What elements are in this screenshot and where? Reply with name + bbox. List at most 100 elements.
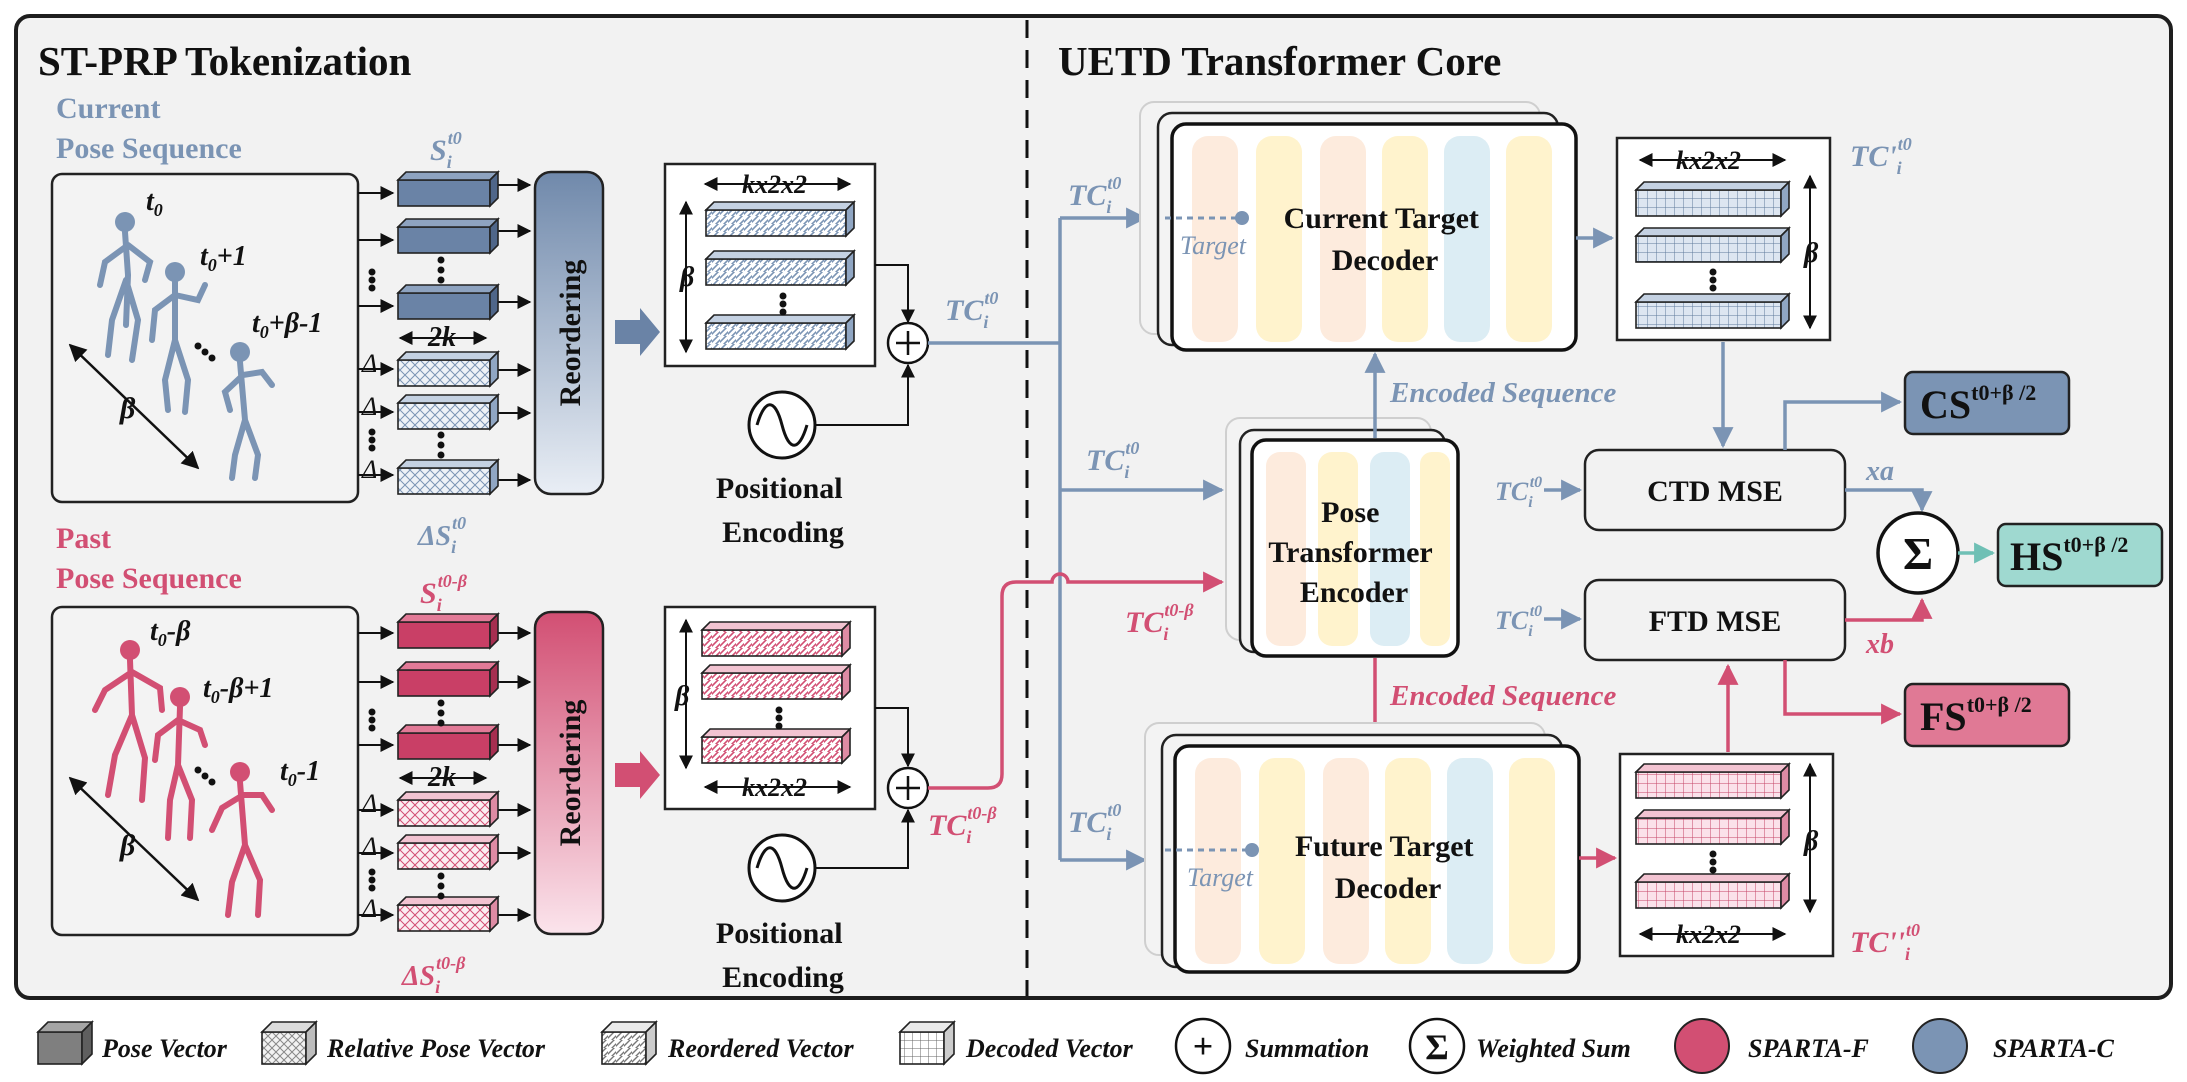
current-t0-label: t0	[146, 186, 163, 220]
past-sine-wave	[755, 846, 809, 890]
current-s-label: Sit0	[430, 128, 462, 172]
legend-label-1: Relative Pose Vector	[326, 1034, 546, 1063]
hs-output-box	[1996, 522, 2164, 588]
current-sine-wave	[755, 403, 809, 447]
hs-output-label: HSt0+β /2	[2010, 532, 2128, 579]
reordered-vector-icon	[600, 1020, 658, 1066]
legend-label-2: Reordered Vector	[667, 1034, 854, 1063]
current-relative-vectors	[396, 350, 500, 496]
legend-label-5: Weighted Sum	[1476, 1034, 1631, 1063]
past-t0-minus1-label: t0-1	[280, 756, 320, 790]
legend-label-6: SPARTA-F	[1748, 1034, 1869, 1063]
svg-text:Δ: Δ	[361, 894, 377, 923]
legend-label-0: Pose Vector	[101, 1034, 228, 1063]
tc-in-bottom-label: TCit0	[1068, 800, 1121, 844]
tc-in-past-label: TCit0-β	[1125, 600, 1194, 644]
current-positional-encoding-label: Positional Encoding	[716, 472, 850, 549]
decoded-vector-icon	[898, 1020, 956, 1066]
svg-text:Δ: Δ	[361, 832, 377, 861]
encoded-sequence-bottom-label: Encoded Sequence	[1389, 680, 1616, 712]
past-vector-arrows	[358, 626, 532, 922]
current-decoded-dots	[1709, 268, 1717, 292]
past-delta-s-label: ΔSit0-β	[401, 953, 466, 997]
relative-pose-vector-icon	[260, 1020, 318, 1066]
current-decoded-vectors	[1634, 180, 1791, 330]
ctd-to-cs-line	[1783, 391, 1903, 450]
past-sequence-label: Past Pose Sequence	[56, 522, 242, 595]
current-decoded-beta-label: β	[1803, 238, 1819, 269]
past-pe-to-sum-line	[815, 808, 915, 869]
summation-icon: +	[1174, 1017, 1232, 1075]
current-delta-labels: Δ Δ Δ	[361, 349, 377, 484]
past-to-sum-line	[875, 707, 915, 768]
current-pe-to-sum-line	[815, 363, 915, 426]
past-skeleton-3	[209, 762, 275, 918]
left-panel-title: ST-PRP Tokenization	[38, 38, 412, 84]
ctd-mse-label: CTD MSE	[1647, 475, 1783, 508]
current-tc-flow-line	[928, 218, 1062, 860]
current-summation-plus	[896, 331, 920, 355]
current-reordering-label: Reordering	[554, 260, 587, 407]
past-relative-vectors	[396, 790, 500, 933]
legend-label-4: Summation	[1245, 1034, 1369, 1063]
cs-output-label: CSt0+β /2	[1920, 380, 2036, 427]
future-decoded-vectors	[1634, 762, 1791, 910]
current-tc-label: TCit0	[945, 288, 998, 332]
tc-double-prime-label: TC''it0	[1850, 920, 1920, 964]
past-flow-arrow	[615, 751, 660, 799]
svg-text:Δ: Δ	[361, 455, 377, 484]
current-delta-s-label: ΔSit0	[417, 513, 466, 557]
xb-label: xb	[1865, 629, 1894, 660]
current-target-label: Target	[1180, 231, 1247, 260]
past-ellipsis-dots	[194, 766, 216, 786]
past-delta-labels: Δ Δ Δ	[361, 789, 377, 923]
current-skeleton-3	[221, 342, 275, 481]
weighted-sum-symbol: Σ	[1903, 528, 1933, 579]
current-decoder-title: Current Target Decoder	[1284, 202, 1487, 277]
future-decoded-dots	[1709, 850, 1717, 874]
past-tc-flow-line	[928, 571, 1225, 790]
tc-in-top-label: TCit0	[1068, 173, 1121, 217]
past-tc-label: TCit0-β	[928, 803, 997, 847]
future-target-dot	[1245, 843, 1259, 857]
future-decoded-kx2x2-label: kx2x2	[1676, 920, 1741, 949]
current-t0-plus1-label: t0+1	[200, 241, 247, 275]
legend-label-7: SPARTA-C	[1993, 1034, 2115, 1063]
pose-vector-icon	[36, 1020, 94, 1066]
past-s-label: Sit0-β	[420, 571, 468, 615]
current-beta-arrow	[68, 343, 200, 470]
ctd-to-sigma-line	[1845, 488, 1933, 513]
sparta-f-icon	[1674, 1018, 1730, 1074]
past-skeleton-1	[92, 640, 165, 803]
past-summation-plus	[896, 776, 920, 800]
past-beta-arrow	[68, 776, 200, 902]
current-skeleton-2	[149, 262, 208, 415]
past-reordering-label: Reordering	[554, 700, 587, 847]
future-decoded-beta-label: β	[1803, 826, 1819, 857]
past-pose-vectors	[396, 612, 500, 761]
svg-text:Δ: Δ	[361, 392, 377, 421]
legend-sigma-symbol: Σ	[1425, 1027, 1449, 1067]
ftd-mse-label: FTD MSE	[1649, 605, 1782, 638]
current-to-sum-line	[875, 264, 915, 324]
current-vector-dots	[368, 256, 445, 459]
current-pose-vectors	[396, 170, 500, 321]
cs-output-box	[1903, 370, 2071, 436]
past-kx2x2-label: kx2x2	[742, 773, 807, 802]
ftd-to-sigma-line	[1845, 597, 1933, 622]
tc-ctd-label: TCit0	[1495, 474, 1542, 511]
legend-label-3: Decoded Vector	[965, 1034, 1134, 1063]
current-reordering-block	[533, 170, 605, 496]
current-sequence-label: Current Pose Sequence	[56, 92, 242, 165]
current-kx2x2-label: kx2x2	[742, 170, 807, 199]
current-beta-label: β	[119, 392, 136, 425]
past-t0-minus-beta-label: t0-β	[150, 616, 191, 650]
sparta-c-icon	[1912, 1018, 1968, 1074]
xa-label: xa	[1865, 456, 1894, 487]
current-t0-plus-beta-label: t0+β-1	[252, 308, 322, 342]
current-skeleton-1	[97, 212, 154, 363]
fs-output-box	[1903, 682, 2071, 748]
encoded-sequence-top-label: Encoded Sequence	[1389, 377, 1616, 409]
future-decoder-title: Future Target Decoder	[1295, 830, 1481, 905]
